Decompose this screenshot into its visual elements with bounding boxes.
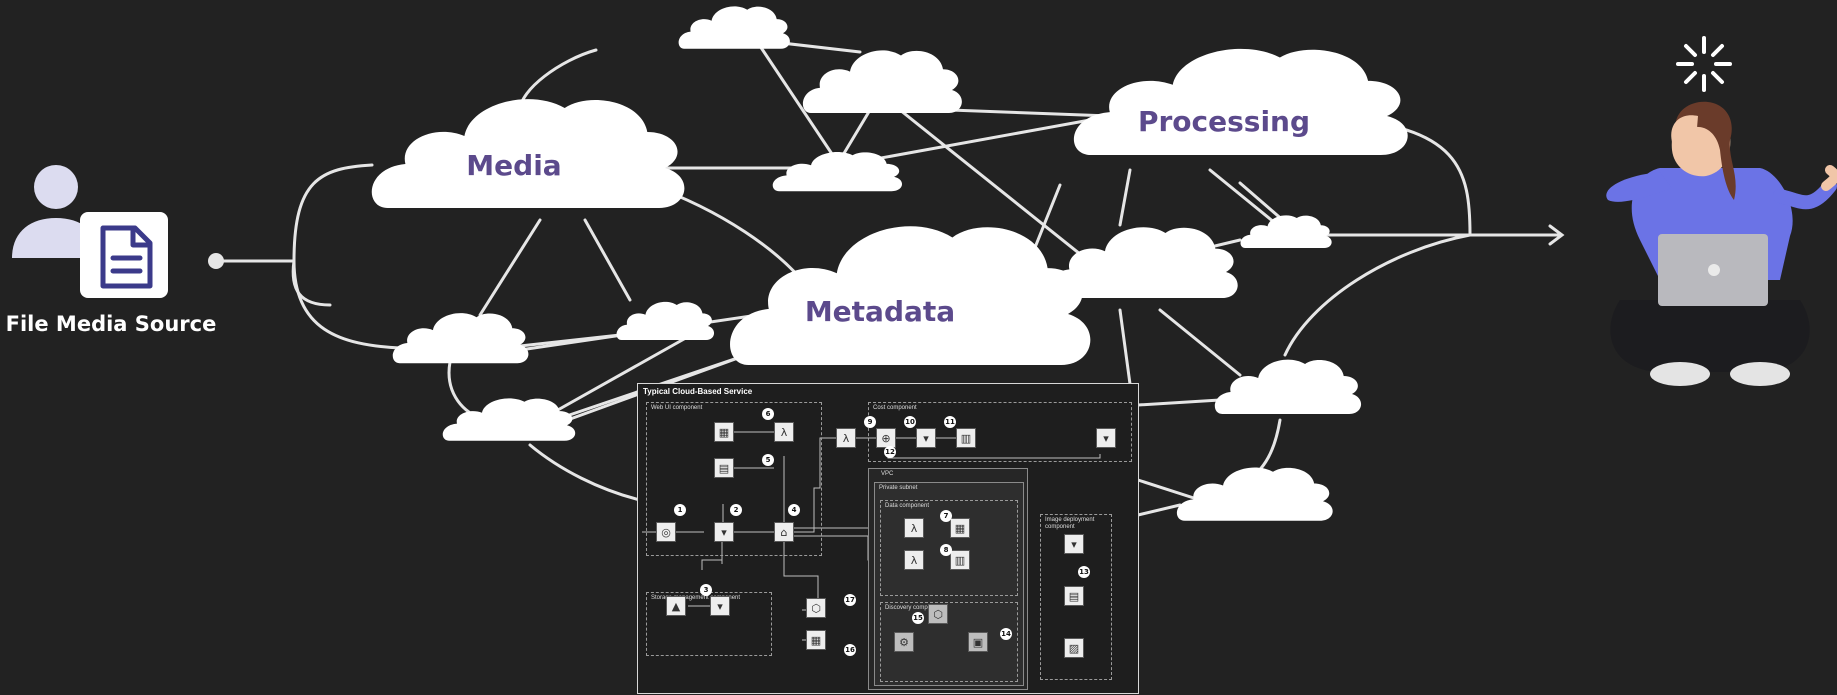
lambda-cost-icon: λ [836, 428, 856, 448]
step-badge: 6 [762, 408, 774, 420]
bucket-cost-icon: ▾ [916, 428, 936, 448]
step-badge: 17 [844, 594, 856, 606]
private-subnet-label: Private subnet [879, 485, 918, 491]
step-badge: 13 [1078, 566, 1090, 578]
image-deployment-box: Image deployment component [1040, 514, 1112, 680]
database-data-icon: ▦ [950, 518, 970, 538]
cloud-mid-small [772, 152, 903, 192]
step-badge: 8 [940, 544, 952, 556]
grid-service-icon: ▦ [806, 630, 826, 650]
file-media-source-label: File Media Source [5, 312, 217, 336]
cost-component-label: Cost component [873, 405, 917, 411]
globe-service-icon: ◎ [656, 522, 676, 542]
cloud-media-label: Media [466, 149, 561, 182]
step-badge: 5 [762, 454, 774, 466]
data-component-box: Data component [880, 500, 1018, 596]
cloud-tiny-right [1240, 215, 1332, 248]
cloud-processing-label: Processing [1138, 105, 1310, 138]
warning-storage-icon: ▲ [666, 596, 686, 616]
lambda-data-icon: λ [904, 518, 924, 538]
arrow-to-user [1548, 224, 1565, 246]
image-icon: ▨ [1064, 638, 1084, 658]
step-badge: 16 [844, 644, 856, 656]
cloud-small-top [678, 6, 790, 49]
file-media-source-icon [12, 165, 168, 298]
web-ui-component-box: Web UI component [646, 402, 822, 556]
cloud-right-bottom [1176, 467, 1333, 521]
step-badge: 14 [1000, 628, 1012, 640]
lambda-data-2-icon: λ [904, 550, 924, 570]
cloud-processing [1073, 48, 1408, 155]
step-badge: 4 [788, 504, 800, 516]
table-cost-icon: ▥ [956, 428, 976, 448]
cloud-right-mid [1049, 227, 1238, 298]
discovery-component-box: Discovery component [880, 602, 1018, 682]
step-badge: 10 [904, 416, 916, 428]
bucket-image-icon: ▾ [1064, 534, 1084, 554]
monitor-service-icon: ▤ [714, 458, 734, 478]
storage-component-label: Storage management component [651, 595, 741, 601]
cloud-left-small [616, 301, 715, 340]
image-deployment-label: Image deployment component [1045, 517, 1095, 530]
discovery-component-label: Discovery component [885, 605, 943, 611]
cloud-left-mid [392, 313, 529, 364]
discovery-hex-icon: ⬡ [928, 604, 948, 624]
api-service-icon: ⌂ [774, 522, 794, 542]
typical-cloud-service-panel: Typical Cloud-Based Service Web UI compo… [637, 383, 1139, 694]
frustrated-woman-laptop-icon [1606, 101, 1837, 386]
vpc-label: VPC [881, 471, 894, 477]
bucket-service-icon: ▾ [714, 522, 734, 542]
step-badge: 2 [730, 504, 742, 516]
step-badge: 15 [912, 612, 924, 624]
cloud-right-low [1214, 359, 1362, 414]
lambda-service-icon: λ [774, 422, 794, 442]
cloud-top-center [802, 50, 962, 113]
cost-component-box: Cost component [868, 402, 1132, 462]
registry-image-icon: ▤ [1064, 586, 1084, 606]
data-component-label: Data component [885, 503, 930, 509]
bucket-storage-icon: ▾ [710, 596, 730, 616]
source-connector-dot [208, 253, 224, 269]
bucket-cost-end-icon: ▾ [1096, 428, 1116, 448]
web-ui-component-label: Web UI component [651, 405, 703, 411]
step-badge: 11 [944, 416, 956, 428]
step-badge: 9 [864, 416, 876, 428]
step-badge: 12 [884, 446, 896, 458]
discovery-box-icon: ▣ [968, 632, 988, 652]
step-badge: 3 [700, 584, 712, 596]
discovery-engine-icon: ⚙ [894, 632, 914, 652]
panel-title: Typical Cloud-Based Service [643, 387, 753, 396]
storage-component-box: Storage management component [646, 592, 772, 656]
step-badge: 7 [940, 510, 952, 522]
cloud-metadata-label: Metadata [805, 295, 955, 328]
database-service-icon: ▦ [714, 422, 734, 442]
search-cost-icon: ⊕ [876, 428, 896, 448]
chart-data-icon: ▥ [950, 550, 970, 570]
loading-spinner-icon [1676, 36, 1732, 92]
hex-service-icon: ⬡ [806, 598, 826, 618]
step-badge: 1 [674, 504, 686, 516]
